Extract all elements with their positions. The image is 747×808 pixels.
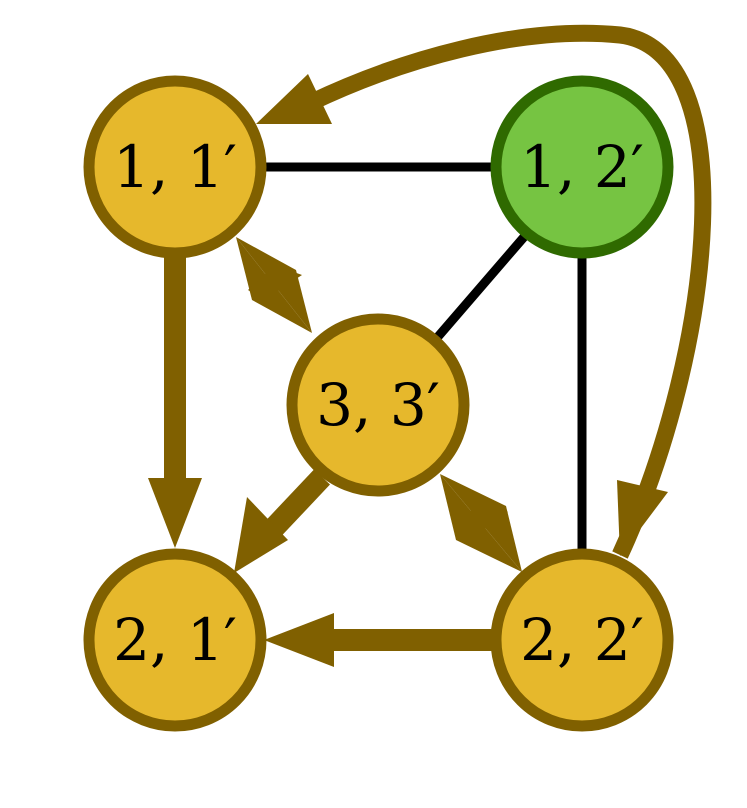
- edge-n11-n22-curved: [617, 480, 668, 556]
- node-label-2-2prime: 2, 2′: [520, 606, 644, 674]
- edge-n11-n33-double: [236, 237, 312, 333]
- node-1-1prime[interactable]: 1, 1′: [83, 75, 267, 259]
- edge-n12-n33: [431, 232, 529, 344]
- edge-n22-n11-curved: [256, 24, 712, 559]
- node-label-2-1prime: 2, 1′: [113, 606, 237, 674]
- node-label-3-3prime: 3, 3′: [316, 371, 440, 439]
- edge-n33-n22-double: [440, 474, 522, 572]
- edge-n33-n21: [234, 469, 331, 573]
- node-2-2prime[interactable]: 2, 2′: [490, 548, 674, 732]
- node-3-3prime[interactable]: 3, 3′: [286, 313, 470, 497]
- edge-n22-n21: [264, 613, 494, 667]
- node-label-1-2prime: 1, 2′: [520, 133, 644, 201]
- node-2-1prime[interactable]: 2, 1′: [83, 548, 267, 732]
- edge-n11-n21: [148, 255, 202, 548]
- node-label-1-1prime: 1, 1′: [113, 133, 237, 201]
- node-1-2prime[interactable]: 1, 2′: [490, 75, 674, 259]
